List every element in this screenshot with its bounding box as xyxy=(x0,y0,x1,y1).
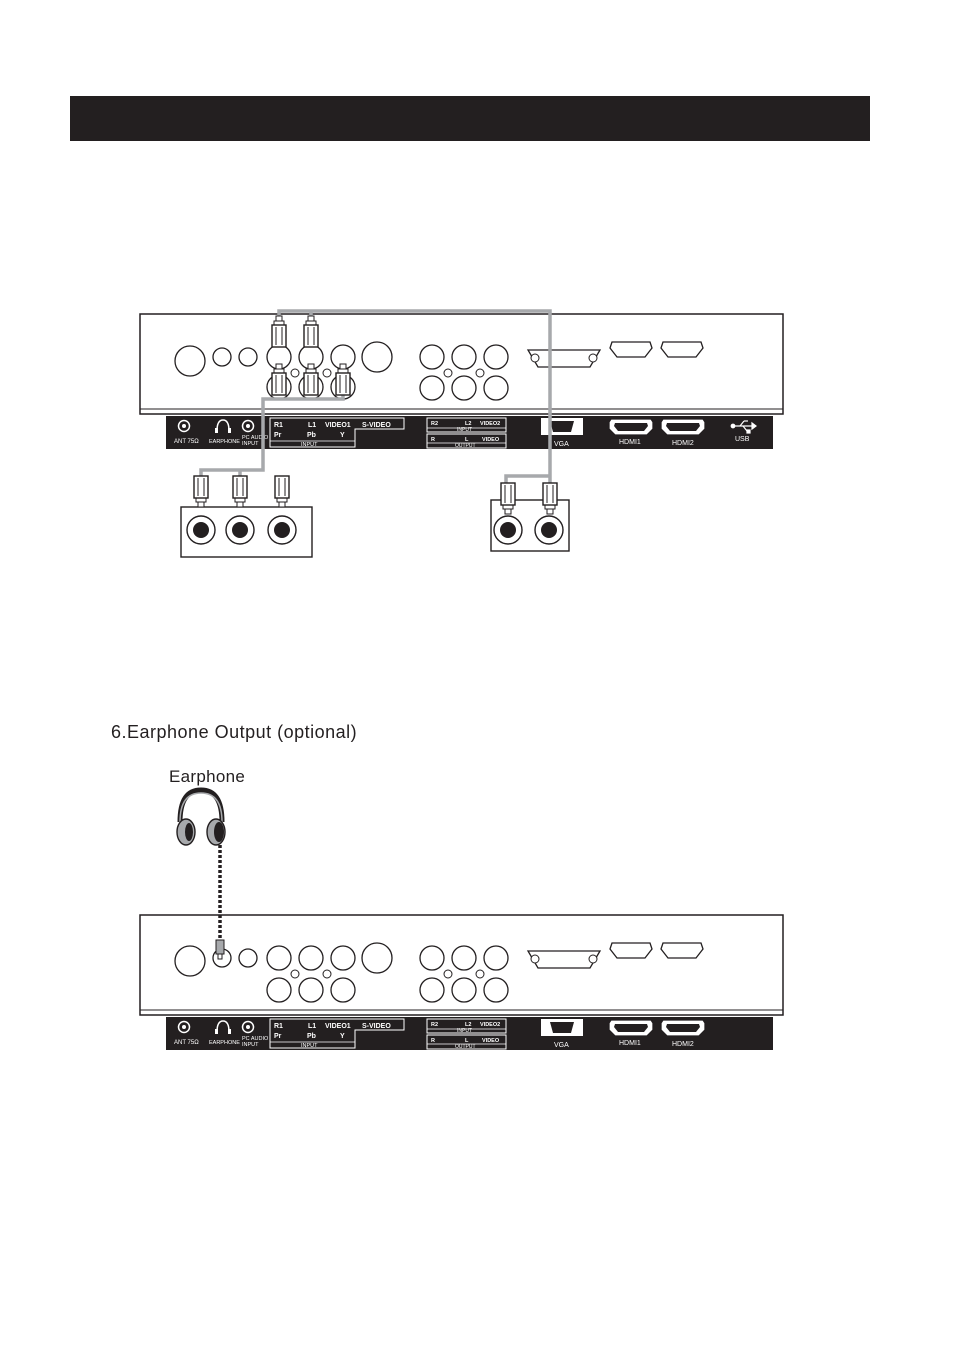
label-pr: Pr xyxy=(274,1033,282,1040)
label-video2: VIDEO2 xyxy=(480,421,500,427)
label-hdmi1: HDMI1 xyxy=(619,439,641,446)
label-video: VIDEO xyxy=(482,1038,500,1044)
label-l1: L1 xyxy=(308,422,316,429)
label-input2: INPUT xyxy=(457,427,472,433)
label-l2: L2 xyxy=(465,1022,471,1028)
label-pc-audio: PC AUDIO xyxy=(242,435,269,441)
label-earphone: EARPHONE xyxy=(209,439,240,445)
label-input: INPUT xyxy=(301,442,318,448)
label-video: VIDEO xyxy=(482,437,500,443)
label-pr: Pr xyxy=(274,432,282,439)
label-hdmi2: HDMI2 xyxy=(672,440,694,447)
label-r: R xyxy=(431,1038,435,1044)
label-r1: R1 xyxy=(274,1023,283,1030)
label-input2: INPUT xyxy=(457,1028,472,1034)
label-r1: R1 xyxy=(274,422,283,429)
label-y: Y xyxy=(340,1033,345,1040)
label-vga: VGA xyxy=(554,1042,569,1049)
label-y: Y xyxy=(340,432,345,439)
label-output: OUTPUT xyxy=(455,443,476,449)
earphone-label: Earphone xyxy=(169,767,246,786)
label-usb: USB xyxy=(735,436,750,443)
label-ant: ANT 75Ω xyxy=(174,439,199,445)
section-title: 6.Earphone Output (optional) xyxy=(111,722,358,742)
label-pc-audio-input: INPUT xyxy=(242,1042,259,1048)
label-video2: VIDEO2 xyxy=(480,1022,500,1028)
label-pb: Pb xyxy=(307,432,316,439)
header-bar xyxy=(70,96,870,141)
label-pc-audio: PC AUDIO xyxy=(242,1036,269,1042)
label-video1: VIDEO1 xyxy=(325,422,351,429)
label-video1: VIDEO1 xyxy=(325,1023,351,1030)
headphone-icon xyxy=(216,419,230,432)
label-ant: ANT 75Ω xyxy=(174,1040,199,1046)
label-pb: Pb xyxy=(307,1033,316,1040)
headphones-illustration xyxy=(176,787,226,846)
headphone-icon xyxy=(216,1020,230,1033)
tv-panel-2: ANT 75Ω EARPHONE PC AUDIO INPUT R1 L1 VI… xyxy=(139,914,784,1050)
label-hdmi2: HDMI2 xyxy=(672,1041,694,1048)
earphone-plug-icon xyxy=(215,939,225,960)
label-output: OUTPUT xyxy=(455,1044,476,1050)
label-r2: R2 xyxy=(431,421,438,427)
label-l2: L2 xyxy=(465,421,471,427)
label-earphone: EARPHONE xyxy=(209,1040,240,1046)
label-svideo: S-VIDEO xyxy=(362,422,391,429)
label-r2: R2 xyxy=(431,1022,438,1028)
label-pc-audio-input: INPUT xyxy=(242,441,259,447)
label-hdmi1: HDMI1 xyxy=(619,1040,641,1047)
component-source-device xyxy=(180,506,313,558)
label-l: L xyxy=(465,437,469,443)
label-input: INPUT xyxy=(301,1043,318,1049)
label-l1: L1 xyxy=(308,1023,316,1030)
label-vga: VGA xyxy=(554,441,569,448)
usb-icon xyxy=(730,420,757,434)
label-svideo: S-VIDEO xyxy=(362,1023,391,1030)
label-r: R xyxy=(431,437,435,443)
tv-panel-1: ANT 75Ω EARPHONE PC AUDIO INPUT R1 L1 VI… xyxy=(139,313,784,449)
label-l: L xyxy=(465,1038,469,1044)
